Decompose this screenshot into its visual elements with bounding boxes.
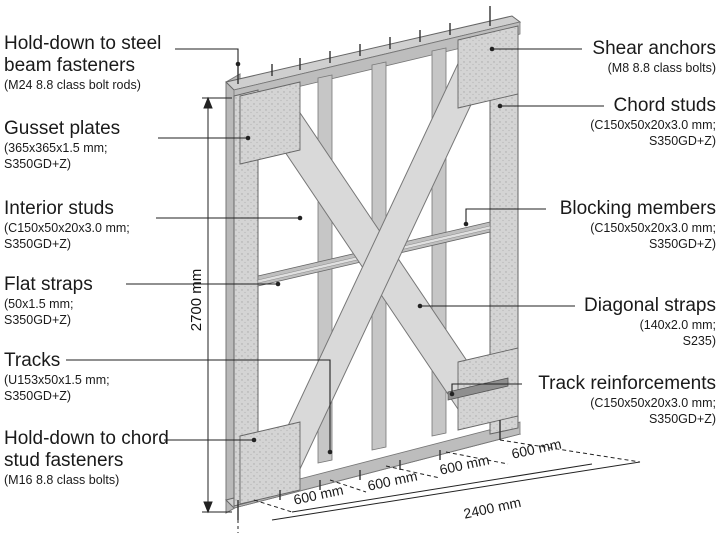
label-spec: (U153x50x1.5 mm; [4,373,110,387]
label-title: Gusset plates [4,118,121,139]
label-hold-down-chord-stud: Hold-down to chord stud fasteners (M16 8… [4,428,169,488]
label-spec: (C150x50x20x3.0 mm; [590,118,716,132]
label-title: Blocking members [559,198,716,219]
label-spec-line2: S350GD+Z) [648,412,716,426]
label-shear-anchors: Shear anchors (M8 8.8 class bolts) [592,38,716,76]
leader-lines [66,48,604,452]
height-dimension-label: 2700 mm [188,269,205,332]
label-blocking-members: Blocking members (C150x50x20x3.0 mm; S35… [560,198,716,252]
label-spec: (140x2.0 mm; [639,318,716,332]
gusset-plate-top-left [239,81,301,165]
label-spec-line2: S350GD+Z) [4,313,72,327]
label-interior-studs: Interior studs (C150x50x20x3.0 mm; S350G… [4,198,130,252]
label-spec-line2: S350GD+Z) [648,237,716,251]
label-title: Chord studs [613,95,716,116]
label-spec: (M16 8.8 class bolts) [4,473,120,487]
label-title: Hold-down to steel [4,33,162,54]
label-spec-line2: S350GD+Z) [4,237,72,251]
label-spec: (C150x50x20x3.0 mm; [4,221,130,235]
label-title: Interior studs [4,198,114,219]
gusset-plate-bottom-left [239,421,301,505]
label-title: Tracks [4,350,61,371]
label-spec: (M24 8.8 class bolt rods) [4,78,141,92]
label-spec: (M8 8.8 class bolts) [607,61,716,75]
label-title-line2: stud fasteners [4,450,124,471]
label-spec-line2: S350GD+Z) [4,157,72,171]
label-spec: (C150x50x20x3.0 mm; [590,396,716,410]
label-spec-line2: S350GD+Z) [4,389,72,403]
label-title: Shear anchors [592,38,716,59]
label-title: Track reinforcements [538,373,716,394]
label-spec: (50x1.5 mm; [4,297,74,311]
label-diagonal-straps: Diagonal straps (140x2.0 mm; S235) [584,295,716,349]
label-title-line2: beam fasteners [4,55,135,76]
shear-anchor-bolts [237,6,491,84]
bottom-bolts [237,420,501,520]
label-spec-line2: S350GD+Z) [648,134,716,148]
label-hold-down-steel-beam: Hold-down to steel beam fasteners (M24 8… [4,33,161,93]
label-tracks: Tracks (U153x50x1.5 mm; S350GD+Z) [4,350,110,404]
label-title: Diagonal straps [583,295,716,316]
label-title: Flat straps [4,274,93,295]
label-title: Hold-down to chord [4,428,169,449]
height-dimension [202,96,232,514]
label-spec: (365x365x1.5 mm; [4,141,108,155]
bottom-dimension-lines [237,439,641,533]
label-chord-studs: Chord studs (C150x50x20x3.0 mm; S350GD+Z… [590,95,716,149]
label-track-reinforcements: Track reinforcements (C150x50x20x3.0 mm;… [538,373,716,427]
label-gusset-plates: Gusset plates (365x365x1.5 mm; S350GD+Z) [4,118,120,172]
label-spec: (C150x50x20x3.0 mm; [590,221,716,235]
label-flat-straps: Flat straps (50x1.5 mm; S350GD+Z) [4,274,93,328]
label-spec-line2: S235) [682,334,716,348]
gusset-plate-top-right [457,25,519,109]
leader-dots [235,46,503,455]
